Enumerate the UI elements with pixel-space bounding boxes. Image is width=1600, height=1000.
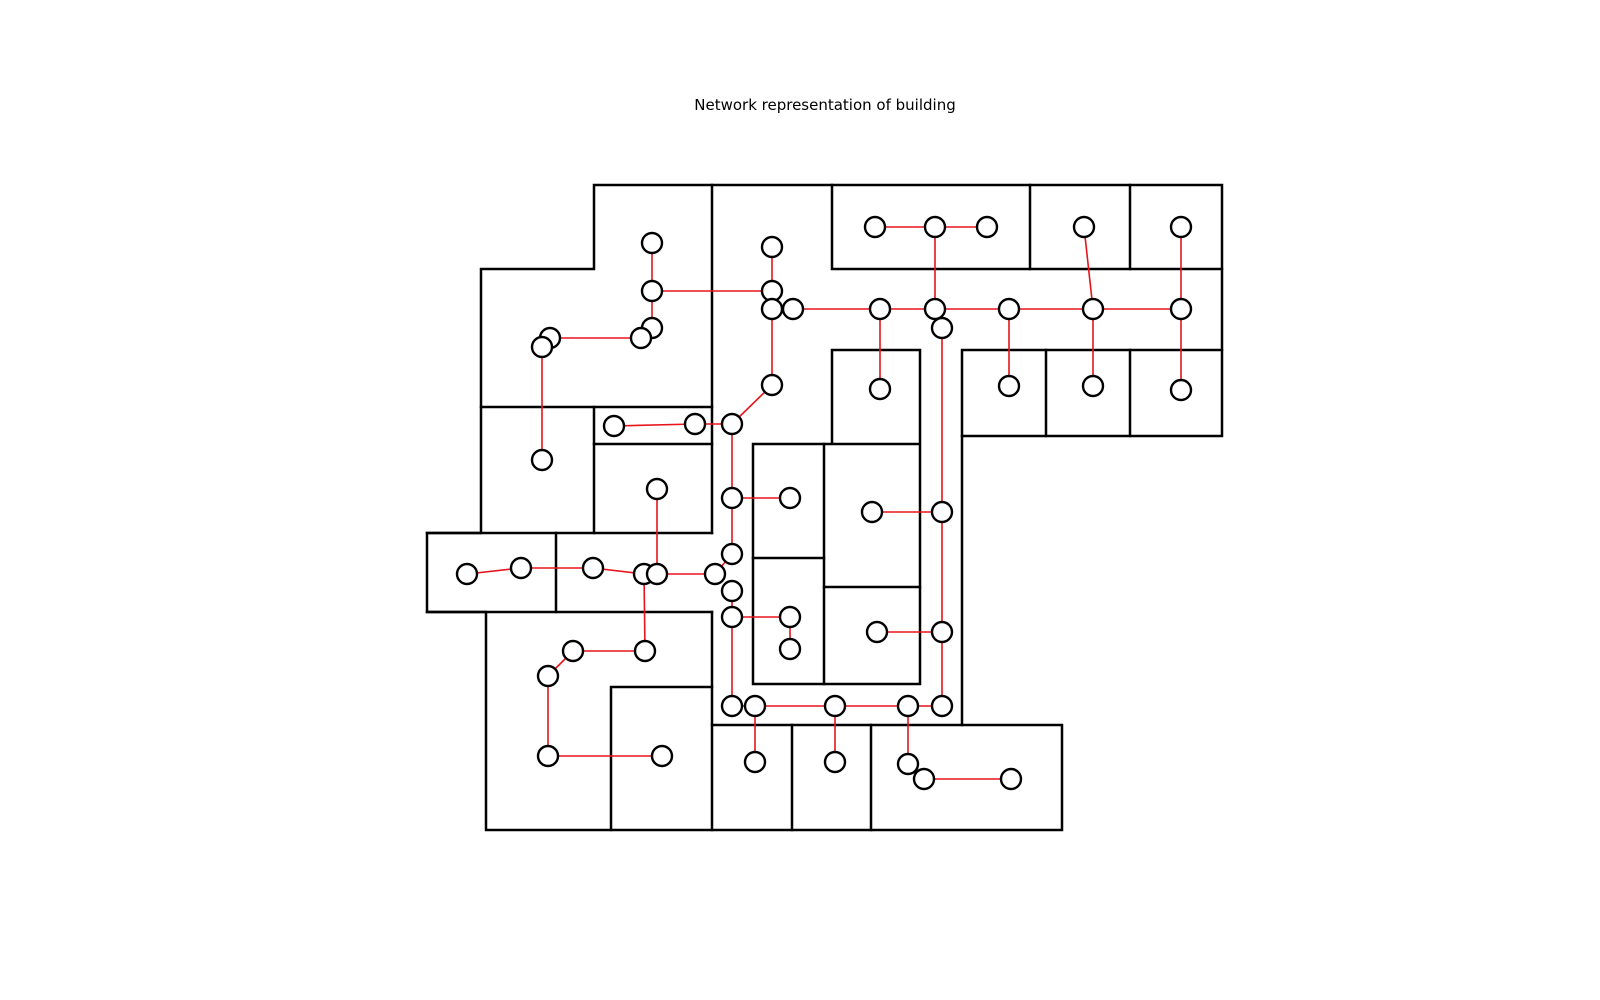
network-node [743,750,767,774]
network-edge [643,573,646,652]
network-node [975,215,999,239]
network-node [536,744,560,768]
network-node [1072,215,1096,239]
network-node [930,500,954,524]
network-node [530,448,554,472]
network-node [640,231,664,255]
network-node [778,486,802,510]
network-node [1081,297,1105,321]
network-node [760,373,784,397]
network-node [720,486,744,510]
network-node [629,326,653,350]
network-node [581,556,605,580]
network-node [997,374,1021,398]
network-node [778,605,802,629]
network-node [860,500,884,524]
network-node [863,215,887,239]
network-node [536,664,560,688]
network-node [912,767,936,791]
network-node [930,316,954,340]
wall [609,685,714,832]
wall [830,183,1224,271]
network-node [683,412,707,436]
network-node [645,562,669,586]
network-node [720,605,744,629]
network-node [1169,297,1193,321]
network-node [720,694,744,718]
network-node [530,335,554,359]
network-node [602,414,626,438]
network-node [778,637,802,661]
network-edge [613,423,696,427]
network-node [923,297,947,321]
network-node [997,297,1021,321]
outer-wall [425,183,1224,832]
network-node [703,562,727,586]
network-nodes [455,215,1193,791]
network-node [509,556,533,580]
network-node [781,297,805,321]
network-node [923,215,947,239]
network-node [868,297,892,321]
network-node [645,477,669,501]
network-node [633,639,657,663]
network-node [455,562,479,586]
network-edges [466,226,1182,780]
network-node [823,750,847,774]
network-node [999,767,1023,791]
wall [751,348,922,686]
network-node [1169,378,1193,402]
network-node [896,752,920,776]
network-node [743,694,767,718]
network-node [561,639,585,663]
diagram-title: Network representation of building [694,96,956,114]
network-node [930,694,954,718]
network-node [865,620,889,644]
network-node [896,694,920,718]
network-node [930,620,954,644]
network-node [823,694,847,718]
floorplan-walls [425,183,1224,832]
network-node [760,235,784,259]
network-node [720,579,744,603]
network-node [760,297,784,321]
network-node [1169,215,1193,239]
network-node [720,542,744,566]
network-edge [1083,226,1094,310]
network-node [650,744,674,768]
network-node [1081,374,1105,398]
network-node [720,412,744,436]
network-node [868,377,892,401]
wall [960,348,1224,438]
network-node [640,279,664,303]
